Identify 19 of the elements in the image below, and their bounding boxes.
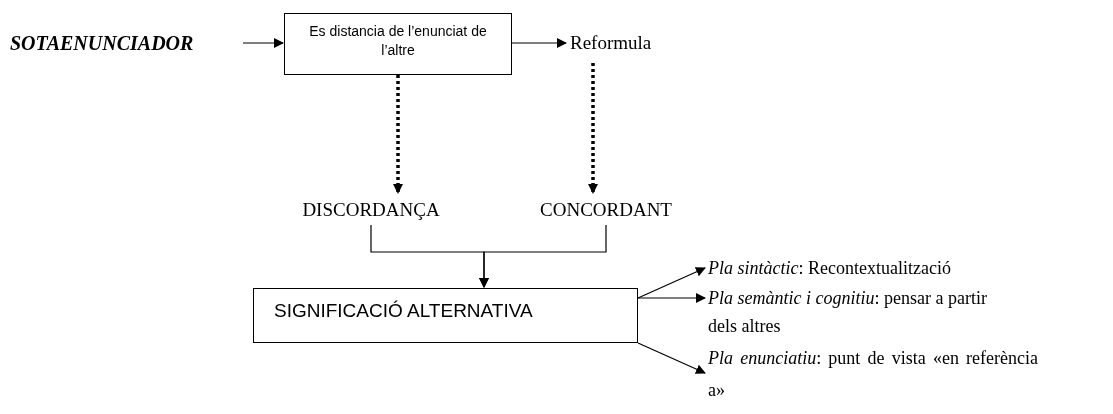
node-label: Pla sintàctic: Recontextualització [708, 258, 951, 278]
box-text: Es distancia de l’enunciat de l’altre [309, 23, 487, 58]
arrow [588, 63, 598, 194]
node-label: CONCORDANT [540, 197, 672, 222]
arrow [637, 293, 706, 303]
arrow [479, 224, 607, 288]
node-label: Pla enunciatiu: punt de vista «en referència a» [708, 348, 1038, 400]
arrow [637, 267, 706, 299]
arrow [511, 38, 567, 48]
box-text: SIGNIFICACIÓ ALTERNATIVA [274, 300, 533, 321]
node-label: DISCORDANÇA [302, 197, 440, 222]
process-box [284, 13, 512, 75]
arrow [242, 38, 284, 48]
arrow [393, 75, 403, 194]
node-label: SOTAENUNCIADOR [10, 31, 194, 56]
node-label: Reformula [570, 30, 652, 55]
process-box [253, 288, 638, 343]
node-label: Pla semàntic i cognitiu: pensar a partir dels altres [708, 288, 987, 336]
arrow [637, 342, 706, 374]
